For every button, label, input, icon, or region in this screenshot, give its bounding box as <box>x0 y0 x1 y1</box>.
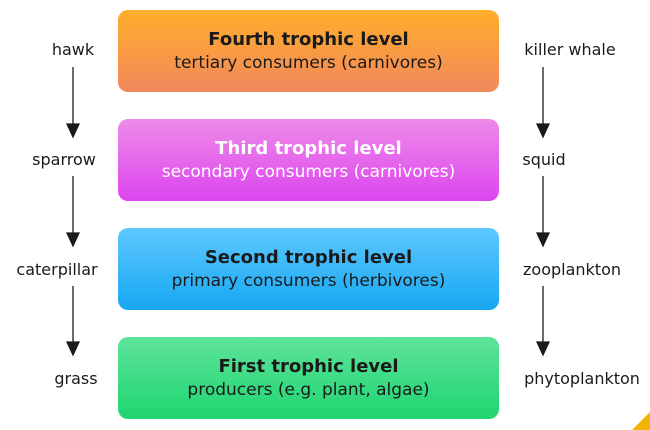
corner-decoration <box>632 412 650 430</box>
level-description: producers (e.g. plant, algae) <box>187 379 430 400</box>
level-description: secondary consumers (carnivores) <box>161 161 456 182</box>
right-chain-organism-squid: squid <box>522 150 566 169</box>
level-title: Second trophic level <box>204 246 413 268</box>
left-chain-organism-hawk: hawk <box>51 40 95 59</box>
second-trophic-level-box: Second trophic level primary consumers (… <box>118 228 499 310</box>
level-title: First trophic level <box>218 355 399 377</box>
left-chain-organism-grass: grass <box>54 369 98 388</box>
right-chain-organism-zooplankton: zooplankton <box>523 260 621 279</box>
third-trophic-level-box: Third trophic level secondary consumers … <box>118 119 499 201</box>
right-arrow-2-head <box>535 232 551 248</box>
first-trophic-level-box: First trophic level producers (e.g. plan… <box>118 337 499 419</box>
level-description: primary consumers (herbivores) <box>171 270 446 291</box>
right-chain-organism-phytoplankton: phytoplankton <box>524 369 640 388</box>
left-arrow-1-head <box>65 123 81 139</box>
right-chain-organism-killer-whale: killer whale <box>524 40 616 59</box>
left-arrow-2-head <box>65 232 81 248</box>
left-chain-organism-sparrow: sparrow <box>32 150 96 169</box>
level-description: tertiary consumers (carnivores) <box>174 52 443 73</box>
right-arrow-3-head <box>535 341 551 357</box>
left-arrow-3-head <box>65 341 81 357</box>
level-title: Third trophic level <box>215 137 402 159</box>
left-chain-organism-caterpillar: caterpillar <box>16 260 98 279</box>
fourth-trophic-level-box: Fourth trophic level tertiary consumers … <box>118 10 499 92</box>
right-arrow-1-head <box>535 123 551 139</box>
level-title: Fourth trophic level <box>208 28 409 50</box>
